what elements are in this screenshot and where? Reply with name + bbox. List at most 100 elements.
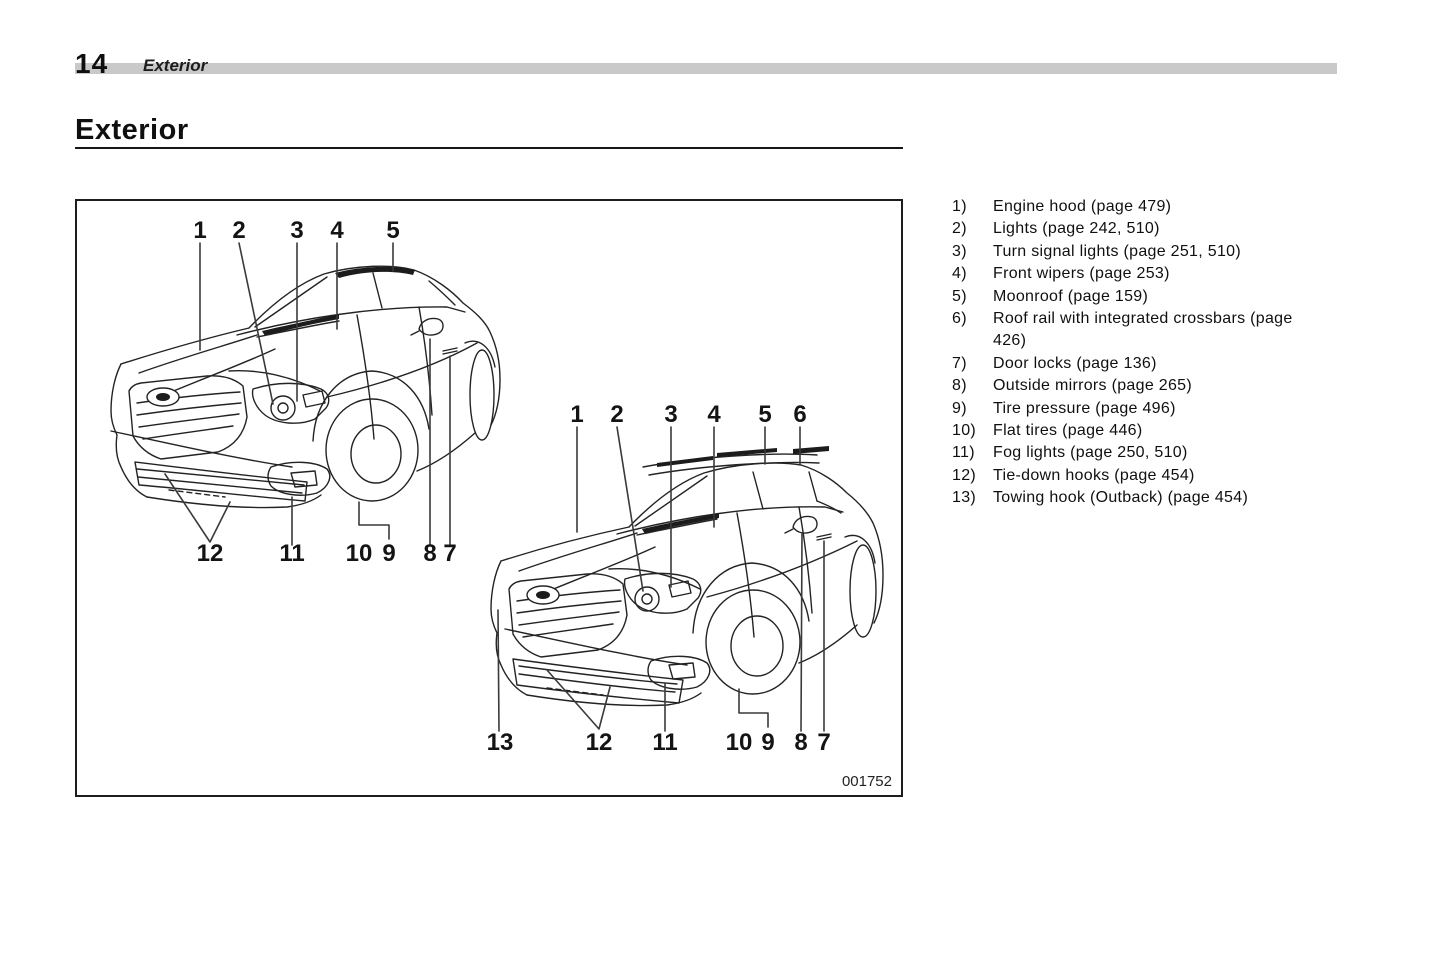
wagon-door-handle [816,533,832,541]
title-underline [75,147,903,149]
wagon-wiper-line [636,518,718,536]
callout-wagon-5: 5 [758,401,771,428]
header-section-label: Exterior [143,56,208,75]
legend-item-number: 12) [952,466,977,484]
legend-item-number: 5) [952,287,967,305]
sedan-turn-signal [302,390,326,408]
wagon-front-corner [490,560,528,696]
wagon-bumper-dashed [546,687,604,696]
sedan-wiper-line [256,320,340,338]
legend-item: 2)Lights (page 242, 510) [952,218,1347,240]
wagon-grille-slat-3 [518,611,620,626]
figure-code: 001752 [842,773,892,790]
callout-sedan-7: 7 [443,540,456,567]
leader-sedan-12 [164,473,231,543]
sedan-front-rim [350,424,402,484]
callout-wagon-11: 11 [652,729,677,756]
callout-sedan-8: 8 [423,540,436,567]
legend-item-text: Tie-down hooks (page 454) [993,466,1195,484]
callout-wagon-9: 9 [761,729,774,756]
wagon-headlight-projector-inner [641,593,653,605]
wagon-mirror-stalk [784,528,794,534]
wagon-lower-slat-2 [518,673,676,693]
wagon-roof-silhouette [628,462,884,624]
wagon-character-line [706,540,858,598]
legend-item-text: Flat tires (page 446) [993,422,1143,440]
wagon-callout-labels: 1 2 3 4 5 6 13 12 11 10 9 8 7 [487,401,831,756]
leader-wagon-12 [546,669,611,730]
wagon-rocker [798,624,858,664]
callout-wagon-12: 12 [586,729,613,756]
sedan-headlight-projector-inner [277,402,289,414]
leader-wagon-13 [497,609,500,732]
callout-wagon-13: 13 [487,729,514,756]
legend-item-number: 6) [952,310,967,328]
legend-list: 1)Engine hood (page 479) 2)Lights (page … [952,196,1347,510]
sedan-roof-silhouette [248,265,501,426]
header-divider-bar [75,63,1337,74]
sedan-emblem-core [156,393,170,401]
wagon-d-pillar [808,471,818,502]
legend-item-number: 3) [952,242,967,260]
callout-wagon-7: 7 [817,729,830,756]
legend-item-number: 10) [952,422,977,440]
sedan-mirror [418,317,444,336]
callout-wagon-6: 6 [793,401,806,428]
sedan-rear-tire [469,349,495,441]
wagon-drawing [490,446,884,707]
callout-sedan-3: 3 [290,217,303,244]
page-title: Exterior [75,114,189,146]
sedan-headlight [251,382,330,424]
sedan-grille [128,375,248,460]
sedan-fog-lamp [290,470,318,488]
sedan-rocker [416,432,476,472]
legend-item-number: 1) [952,198,967,215]
sedan-character-line [326,342,478,398]
wagon-cowl-wiper-band [642,513,719,534]
legend-item: 13)Towing hook (Outback) (page 454) [952,487,1347,509]
wagon-lower-slat-1 [518,665,678,685]
legend-item: 5)Moonroof (page 159) [952,286,1347,308]
wagon-quarter-window-base [816,500,842,514]
sedan-cowl-wiper-band [262,314,339,336]
legend-item: 12) Tie-down hooks (page 454) [952,465,1347,487]
wagon-fog-bezel [647,655,711,690]
sedan-bumper-bottom [146,494,322,509]
callout-sedan-1: 1 [193,217,206,244]
exterior-figure: 1 2 3 4 5 12 11 10 9 8 7 1 2 3 4 5 6 13 … [75,199,903,797]
wagon-headlight-projector [634,586,660,612]
legend-item-number: 7) [952,354,967,372]
legend-item: 3) Turn signal lights (page 251, 510) [952,241,1347,263]
sedan-door-handle [442,347,458,355]
legend-item-text: Lights (page 242, 510) [993,220,1160,238]
wagon-lower-cladding [512,658,684,704]
legend-item: 9)Tire pressure (page 496) [952,398,1347,420]
callout-sedan-5: 5 [386,217,399,244]
callout-wagon-8: 8 [794,729,807,756]
wagon-grille-slat-2 [516,600,622,614]
legend-item-text: Towing hook (Outback) (page 454) [993,489,1249,507]
legend-item-number: 11) [952,444,975,462]
sedan-a-pillar [254,276,328,328]
sedan-fog-bezel [267,461,331,496]
wagon-grille [508,573,628,658]
sedan-wheel-arch-front [312,370,430,442]
sedan-wheel-arch-rear [464,340,496,368]
wagon-door-seam-rear [798,506,813,614]
callout-wagon-2: 2 [610,401,623,428]
leader-wagon-2 [616,426,644,592]
leader-sedan-10-9 [358,501,390,540]
legend-item-text: Turn signal lights (page 251, 510) [993,242,1241,260]
legend-item: 1)Engine hood (page 479) [952,196,1347,218]
wagon-rail-segment-front [657,456,713,467]
callout-sedan-2: 2 [232,217,245,244]
wagon-bumper-bottom [526,692,702,707]
wagon-rail-crossbar-mid [717,448,777,457]
legend-item: 11)Fog lights (page 250, 510) [952,442,1347,464]
callout-wagon-10: 10 [726,729,753,756]
callout-wagon-1: 1 [570,401,583,428]
wagon-beltline [616,506,844,535]
legend-item-number: 4) [952,265,967,283]
leader-wagon-10-9 [738,688,769,728]
